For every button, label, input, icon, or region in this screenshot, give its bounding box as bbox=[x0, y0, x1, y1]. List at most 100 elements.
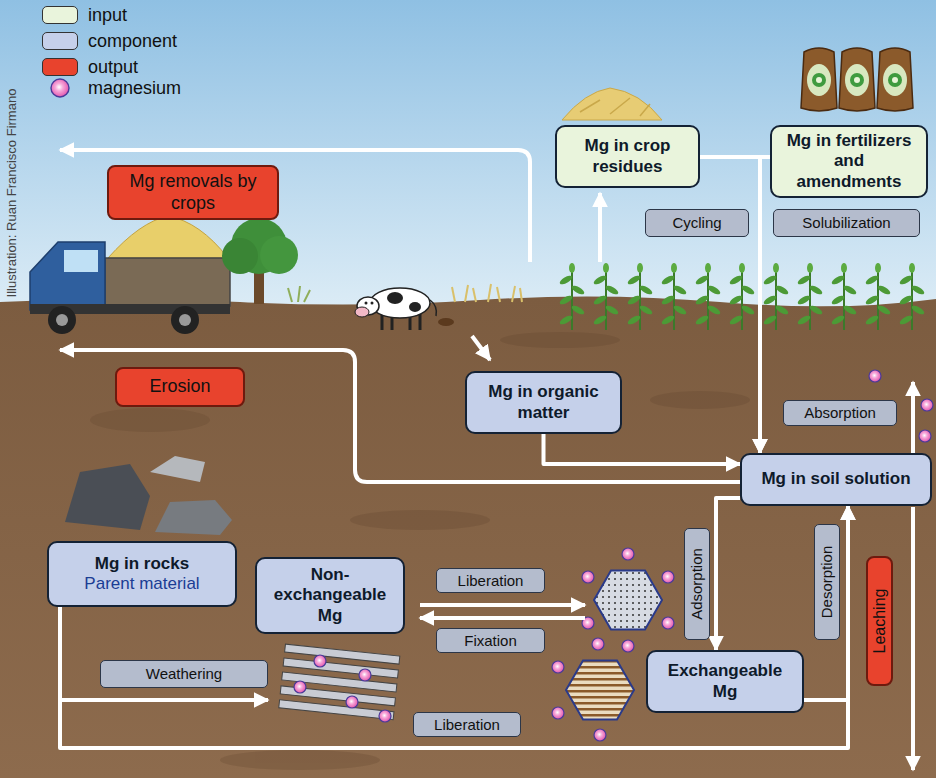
node-text: Mg in organic matter bbox=[475, 382, 612, 423]
removal-arrow bbox=[60, 150, 530, 262]
illustration-part bbox=[387, 292, 403, 304]
node-text: Solubilization bbox=[802, 214, 890, 231]
illustration-credit: Illustration: Ruan Francisco Firmano bbox=[4, 89, 19, 298]
node-text: Non- exchangeable Mg bbox=[265, 565, 395, 626]
node-text: Leaching bbox=[870, 589, 889, 654]
node-text: Liberation bbox=[434, 716, 500, 733]
illustration-part bbox=[830, 263, 857, 330]
illustration-part bbox=[582, 571, 594, 583]
node-text: Mg in crop residues bbox=[565, 136, 690, 177]
illustration-part bbox=[762, 263, 789, 330]
illustration-part bbox=[355, 307, 369, 317]
stubble bbox=[452, 284, 522, 302]
illustration-part bbox=[850, 73, 864, 87]
illustration-part bbox=[379, 710, 391, 722]
legend-text: input bbox=[88, 4, 127, 26]
illustration-part bbox=[626, 263, 653, 330]
illustration-part bbox=[883, 64, 907, 96]
illustration-part bbox=[919, 430, 931, 442]
illustration-part bbox=[888, 73, 902, 87]
illustration-part bbox=[346, 696, 358, 708]
illustration-part bbox=[592, 263, 619, 330]
illustration-part bbox=[594, 571, 662, 630]
illustration-part bbox=[438, 318, 454, 326]
illustration-part bbox=[839, 48, 875, 111]
illustration-part bbox=[500, 332, 620, 348]
illustration-part bbox=[562, 88, 662, 120]
node-text: Erosion bbox=[149, 376, 210, 398]
flow-connector bbox=[544, 434, 741, 464]
illustration-part bbox=[48, 306, 76, 334]
illustration-part bbox=[359, 669, 371, 681]
fertilizer-bags bbox=[801, 48, 913, 111]
node-text: Liberation bbox=[458, 572, 524, 589]
illustration-part bbox=[594, 729, 606, 741]
process-label-box: Desorption bbox=[814, 524, 840, 640]
illustration-part bbox=[796, 263, 823, 330]
illustration-part bbox=[179, 314, 191, 326]
illustration-part bbox=[452, 287, 455, 302]
credit-holder: Illustration: Ruan Francisco Firmano bbox=[0, 8, 22, 378]
rocks bbox=[65, 456, 232, 535]
erosion-arrow bbox=[60, 350, 740, 482]
component-box: Mg in soil solution bbox=[740, 453, 932, 506]
illustration-part bbox=[64, 250, 98, 272]
mineral-hexagon-dotted bbox=[594, 571, 662, 630]
illustration-part bbox=[304, 290, 310, 302]
illustration-part bbox=[150, 456, 205, 482]
illustration-part bbox=[298, 286, 300, 302]
manure-arrow bbox=[472, 336, 490, 360]
magnesium-legend-symbol bbox=[51, 79, 69, 97]
illustration-part bbox=[801, 48, 837, 111]
process-label-box: Adsorption bbox=[684, 528, 710, 640]
legend-text: component bbox=[88, 30, 177, 52]
illustration-part bbox=[279, 700, 394, 720]
component-box: Mg in rocksParent material bbox=[47, 541, 237, 607]
sky bbox=[0, 0, 936, 310]
leaching-arrow bbox=[911, 507, 915, 770]
illustration-part bbox=[430, 300, 436, 316]
illustration-part bbox=[650, 391, 750, 409]
node-text: Mg removals by crops bbox=[117, 171, 269, 214]
illustration-part bbox=[816, 77, 822, 83]
node-text: Weathering bbox=[146, 665, 222, 682]
node-text: Absorption bbox=[804, 404, 876, 421]
output-box: Erosion bbox=[115, 367, 245, 407]
legend-swatch bbox=[42, 58, 78, 76]
illustration-part bbox=[622, 640, 634, 652]
illustration-part bbox=[869, 370, 881, 382]
component-box: Mg in organic matter bbox=[465, 371, 622, 434]
illustration-part bbox=[592, 638, 604, 650]
legend-text: magnesium bbox=[88, 77, 181, 99]
illustration-part bbox=[622, 548, 634, 560]
illustration-part bbox=[662, 617, 674, 629]
legend-text: output bbox=[88, 56, 138, 78]
illustration-part bbox=[921, 399, 933, 411]
magnesium-ions bbox=[294, 370, 933, 741]
process-label-box: Weathering bbox=[100, 660, 268, 688]
illustration-part bbox=[314, 655, 326, 667]
node-text: Adsorption bbox=[688, 548, 705, 620]
weathering-arrow bbox=[60, 698, 268, 702]
node-text: Mg in rocks bbox=[95, 554, 189, 574]
cycling-arrow bbox=[598, 193, 602, 262]
illustration-part bbox=[350, 510, 490, 530]
illustration-part bbox=[497, 287, 500, 302]
illustration-part bbox=[566, 661, 634, 720]
liberation-arrow bbox=[420, 603, 585, 607]
illustration-part bbox=[409, 302, 421, 312]
soil bbox=[0, 296, 936, 778]
illustration-part bbox=[807, 64, 831, 96]
illustration-part bbox=[892, 77, 898, 83]
illustration-part bbox=[898, 263, 925, 330]
illustration-part bbox=[520, 288, 522, 302]
node-text: Exchangeable Mg bbox=[656, 661, 794, 702]
clay-layers bbox=[279, 644, 400, 720]
illustration-part bbox=[877, 48, 913, 111]
illustration-part bbox=[728, 263, 755, 330]
process-label-box: Cycling bbox=[645, 209, 749, 237]
illustration-part bbox=[512, 286, 515, 302]
process-label-box: Fixation bbox=[436, 628, 545, 653]
illustration-part bbox=[65, 464, 150, 530]
